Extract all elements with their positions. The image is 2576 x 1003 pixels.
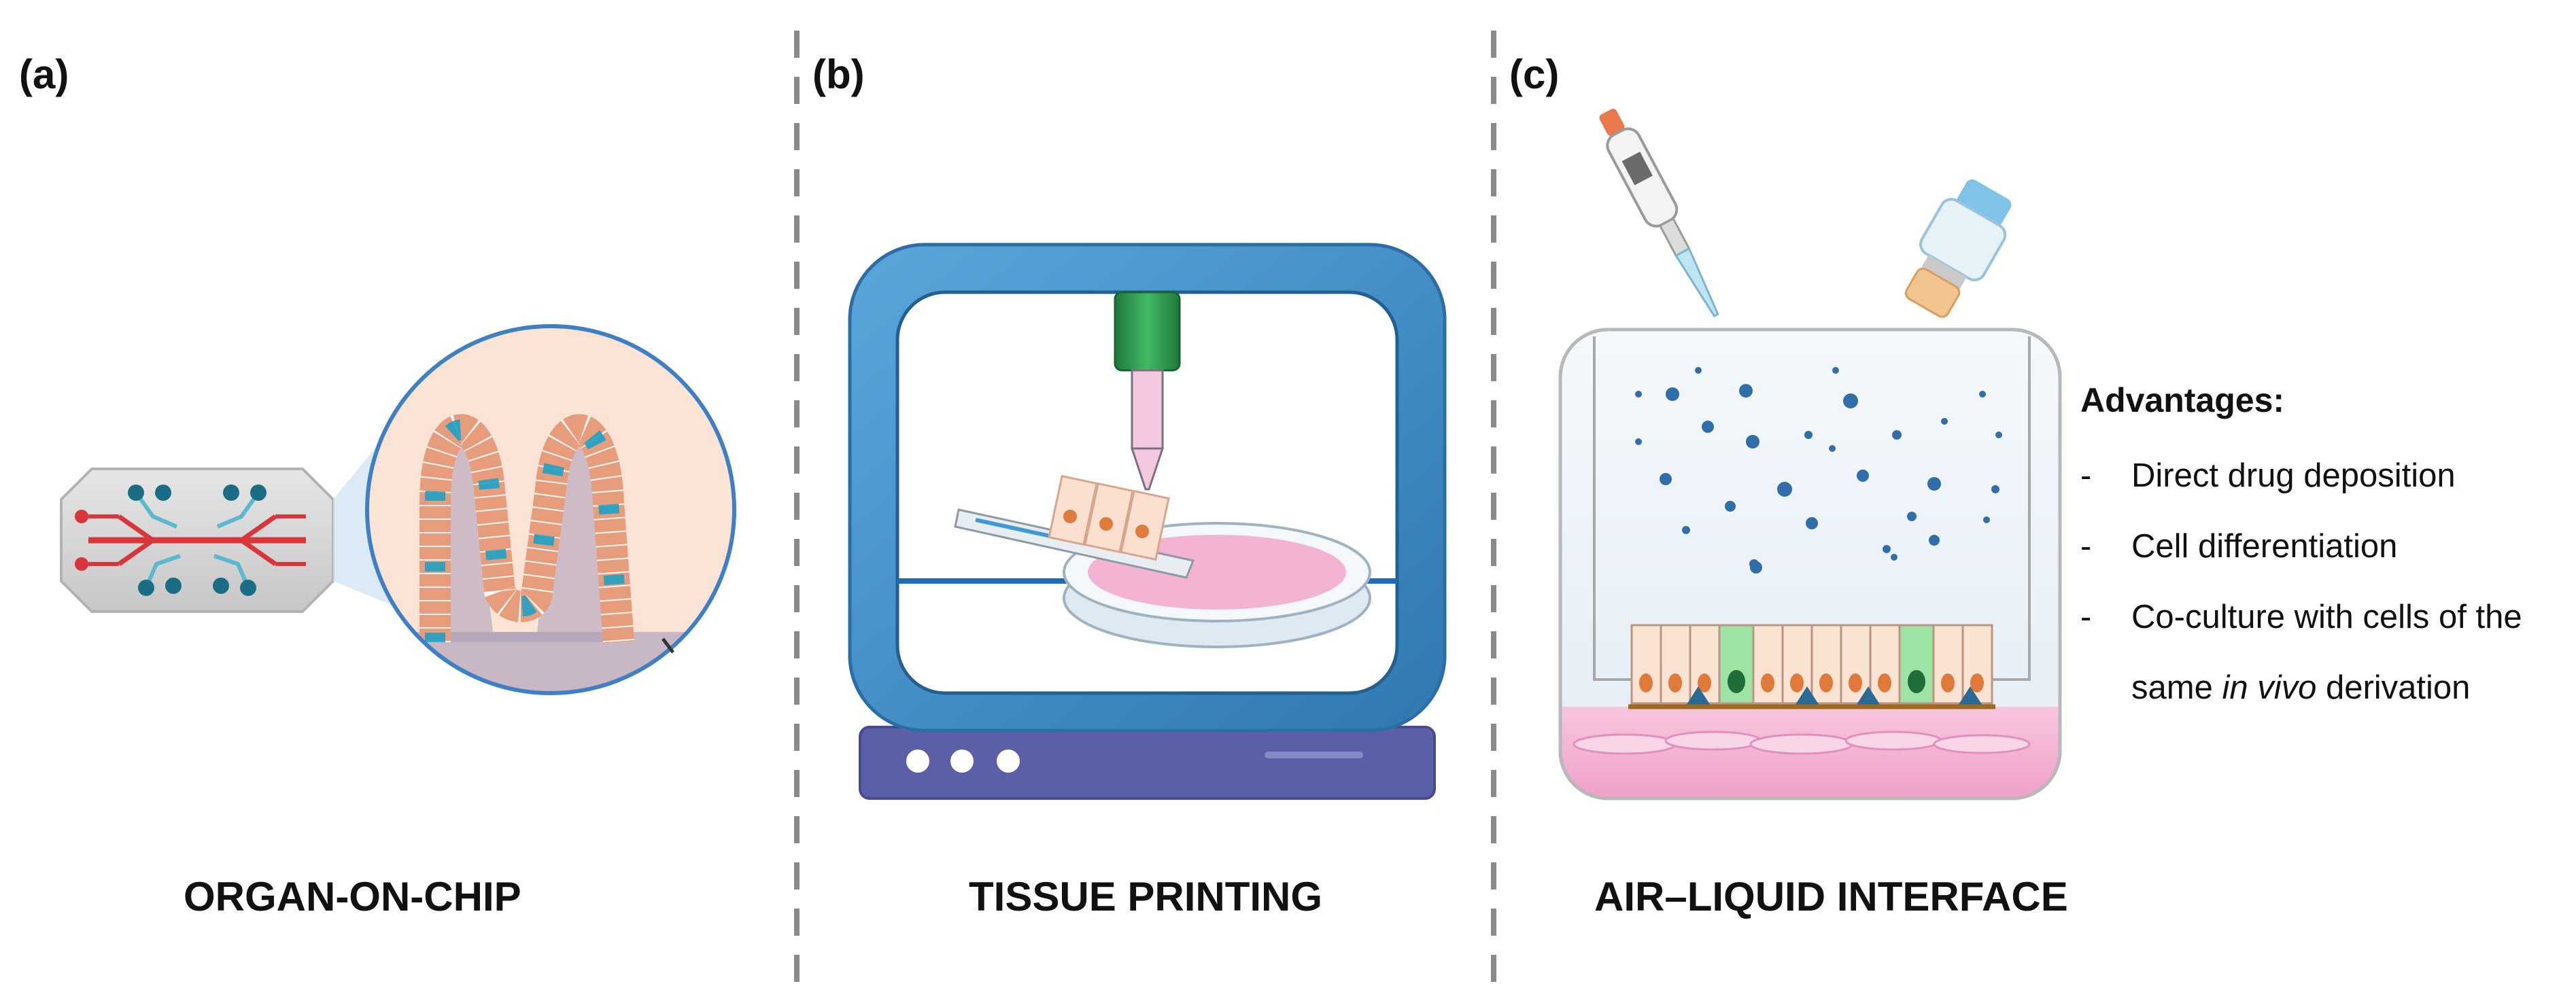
panel-title-a: ORGAN-ON-CHIP	[184, 874, 521, 919]
advantage-item: - Co-culture with cells of the	[2080, 582, 2570, 652]
drug-vial-icon	[1904, 179, 2012, 318]
advantage-item: - Cell differentiation	[2080, 511, 2570, 582]
panel-letter-a: (a)	[19, 52, 69, 97]
list-dash: -	[2080, 599, 2092, 635]
advantage-text: Cell differentiation	[2131, 528, 2398, 565]
organ-chip-icon	[60, 468, 334, 613]
panel-letter-c: (c)	[1509, 52, 1560, 97]
advantages-title: Advantages:	[2080, 381, 2285, 419]
continuation-after: derivation	[2316, 669, 2471, 706]
panel-title-c: AIR–LIQUID INTERFACE	[1594, 874, 2068, 919]
bioprinter-icon	[848, 243, 1447, 800]
list-dash: -	[2080, 457, 2092, 494]
panel-letter-b: (b)	[812, 52, 865, 97]
advantage-item: - Direct drug deposition	[2080, 440, 2570, 511]
villi-magnifier-icon	[365, 324, 736, 695]
panel-title-b: TISSUE PRINTING	[969, 874, 1323, 919]
cell-culture-insert-icon	[1558, 328, 2062, 800]
advantage-text: Direct drug deposition	[2131, 457, 2456, 494]
continuation-before: same	[2131, 669, 2222, 706]
continuation-italic: in vivo	[2222, 669, 2317, 706]
pipette-icon	[1599, 109, 1719, 318]
advantage-continuation: same in vivo derivation	[2080, 652, 2570, 723]
advantages-box: Advantages: - Direct drug deposition - C…	[2080, 381, 2570, 723]
advantage-text: Co-culture with cells of the	[2131, 599, 2522, 635]
list-dash: -	[2080, 528, 2092, 565]
